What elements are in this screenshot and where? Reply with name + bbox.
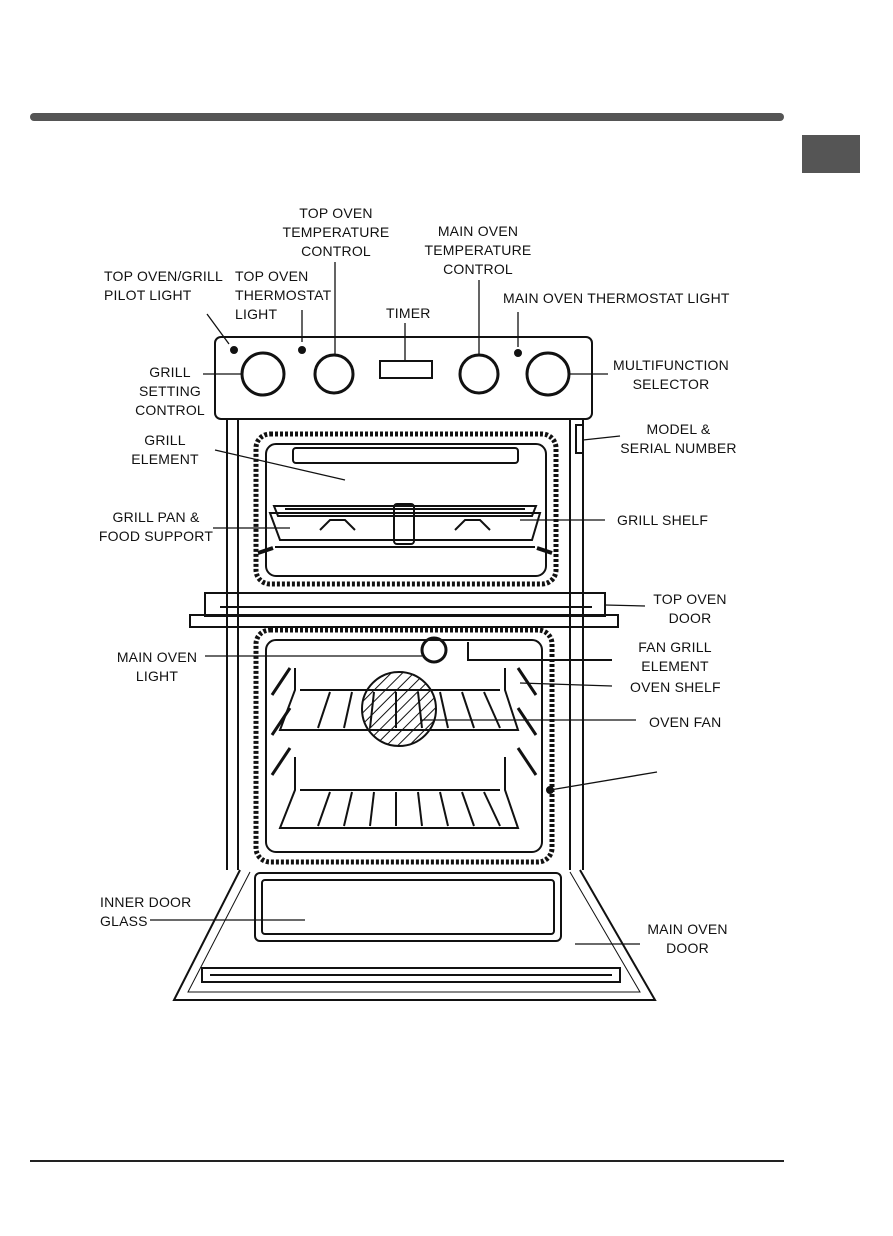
section-tab (802, 135, 860, 173)
grill-element-bar (292, 447, 519, 464)
label-main-oven-door: MAIN OVEN DOOR (647, 921, 728, 956)
grill-setting-knob (240, 351, 286, 397)
label-model-serial: MODEL & SERIAL NUMBER (620, 421, 737, 456)
inner-door-glass (254, 872, 562, 942)
top-oven-temp-knob (313, 353, 355, 395)
main-oven-temp-knob (458, 353, 500, 395)
label-oven-fan: OVEN FAN (649, 714, 722, 730)
label-grill-element: GRILL ELEMENT (131, 432, 199, 467)
label-top-oven-grill-pilot: TOP OVEN/GRILL PILOT LIGHT (104, 268, 223, 303)
label-multifunction-selector: MULTIFUNCTION SELECTOR (613, 357, 729, 392)
label-fan-grill-element: FAN GRILL ELEMENT (638, 639, 712, 674)
label-grill-shelf: GRILL SHELF (617, 512, 709, 528)
label-top-oven-door: TOP OVEN DOOR (653, 591, 727, 626)
label-oven-shelf: OVEN SHELF (630, 679, 721, 695)
label-grill-pan: GRILL PAN & FOOD SUPPORT (98, 509, 214, 544)
main-oven-door (172, 869, 657, 1001)
control-panel (214, 336, 593, 420)
label-inner-door-glass: INNER DOOR GLASS (100, 894, 192, 929)
oven-light (420, 636, 448, 664)
label-timer: TIMER (386, 305, 431, 321)
label-grill-setting-control: GRILL SETTING CONTROL (135, 364, 205, 418)
model-plate (575, 424, 584, 454)
pilot-light-dot (230, 346, 238, 354)
top-oven-cavity (253, 431, 559, 587)
timer-display (379, 360, 433, 379)
label-main-oven-light: MAIN OVEN LIGHT (116, 649, 198, 684)
label-main-oven-temp-control: MAIN OVEN TEMPERATURE CONTROL (424, 223, 532, 277)
label-main-oven-thermostat: MAIN OVEN THERMOSTAT LIGHT (503, 290, 730, 306)
footer-rule (30, 1160, 784, 1162)
multifunction-knob (525, 351, 571, 397)
main-thermostat-dot (514, 349, 522, 357)
grill-pan-handle (393, 503, 415, 545)
main-oven-cavity (253, 627, 555, 865)
oven-shelf-upper (278, 668, 520, 731)
oven-shelf-lower (278, 757, 520, 829)
top-oven-door (204, 592, 606, 617)
label-top-oven-temp-control: TOP OVEN TEMPERATURE CONTROL (282, 205, 390, 259)
header-rule (30, 113, 784, 121)
label-top-oven-thermostat: TOP OVEN THERMOSTAT LIGHT (235, 268, 332, 322)
thermostat-light-dot (298, 346, 306, 354)
